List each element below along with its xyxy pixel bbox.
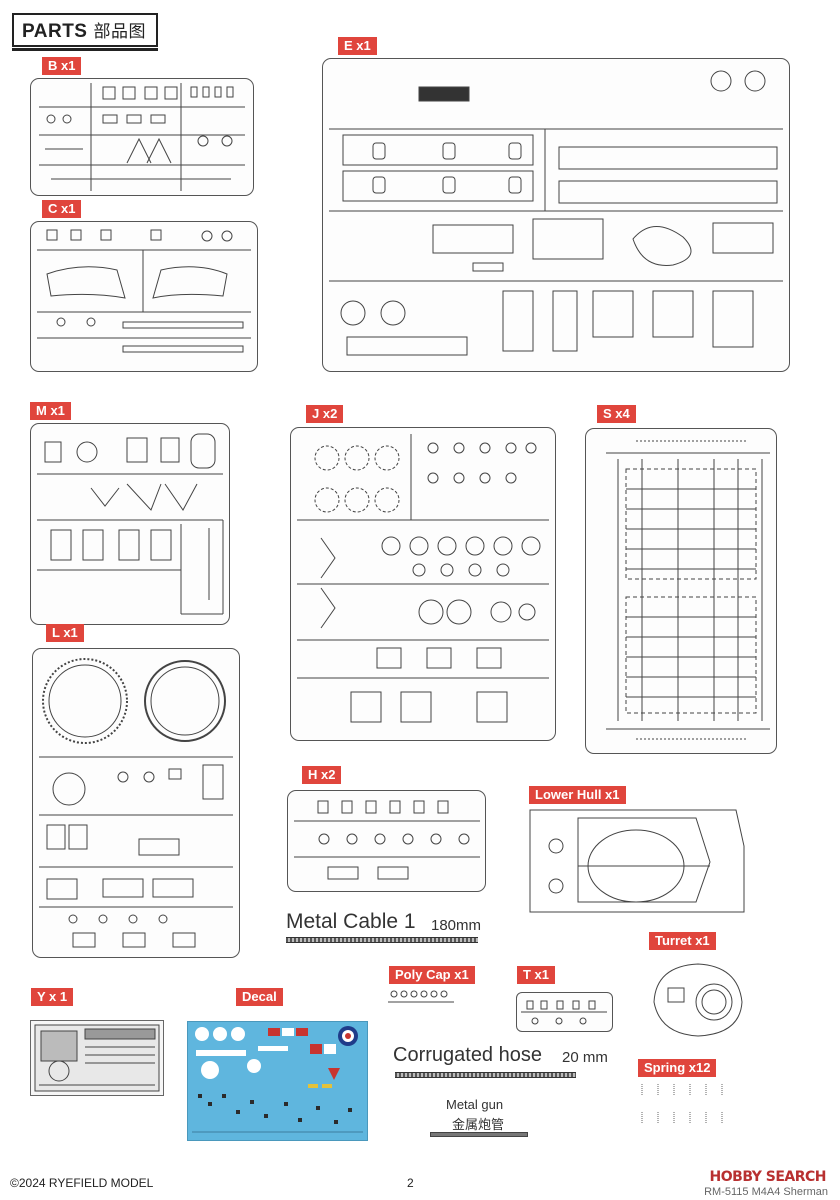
sprue-m-parts (37, 433, 224, 615)
sprue-j-parts (297, 434, 549, 723)
page-title-cn: 部品图 (93, 22, 146, 42)
sprue-s-label: S x4 (597, 405, 636, 423)
spring-label: Spring x12 (638, 1059, 717, 1077)
sprue-t-parts (521, 1000, 607, 1025)
sprue-e-diagram (322, 58, 790, 372)
sprue-j-label: J x2 (306, 405, 344, 423)
metal-gun-label-cn: 金属炮管 (452, 1118, 505, 1133)
metal-gun-illustration (430, 1132, 528, 1137)
sprue-y-etch (34, 1024, 160, 1092)
lower-hull-diagram (526, 806, 748, 918)
metal-cable-title: Metal Cable 1 (286, 910, 416, 934)
metal-gun-label: Metal gun (446, 1097, 504, 1112)
sprue-m-label: M x1 (30, 402, 71, 420)
decal-label: Decal (236, 988, 283, 1006)
metal-cable-length-value: 180 (431, 917, 457, 934)
product-code: RM-5115 M4A4 Sherman (704, 1186, 828, 1198)
sprue-c-label: C x1 (42, 200, 82, 218)
sprue-y-diagram (30, 1020, 164, 1096)
sprue-h-diagram (287, 790, 486, 892)
metal-cable-name: Metal Cable 1 (286, 910, 416, 933)
sprue-h-parts (294, 800, 480, 880)
turret-label: Turret x1 (649, 932, 716, 950)
sprue-j-diagram (290, 427, 556, 741)
sprue-m-diagram (30, 423, 230, 625)
turret-drawing (653, 963, 743, 1037)
sprue-l-parts (39, 658, 233, 948)
sprue-b-diagram (30, 78, 254, 196)
sprue-s-parts (606, 440, 770, 740)
page-title-en: PARTS (22, 21, 88, 42)
watermark-logo: HOBBY SEARCH (709, 1169, 827, 1185)
decal-sheet (187, 1021, 368, 1141)
poly-cap-label: Poly Cap x1 (389, 966, 475, 984)
spring-drawing (641, 1084, 723, 1124)
sprue-t-label: T x1 (517, 966, 556, 984)
sprue-l-diagram (32, 648, 240, 958)
lower-hull-label: Lower Hull x1 (529, 786, 626, 804)
poly-cap-diagram (386, 988, 456, 1006)
sprue-l-label: L x1 (46, 624, 84, 642)
hose-length-value: 20 (562, 1049, 579, 1066)
sprue-b-label: B x1 (42, 57, 82, 75)
decal-markings (192, 1026, 363, 1133)
metal-cable-illustration (286, 937, 478, 943)
hose-title: Corrugated hose (393, 1044, 542, 1067)
hose-name: Corrugated hose (393, 1044, 542, 1066)
copyright: ©2024 RYEFIELD MODEL (10, 1176, 154, 1190)
lower-hull-drawing (529, 809, 745, 913)
sprue-c-diagram (30, 221, 258, 372)
hose-length: 20 mm (562, 1049, 608, 1066)
turret-diagram (646, 958, 748, 1040)
sprue-h-label: H x2 (302, 766, 342, 784)
hose-illustration (395, 1072, 576, 1078)
sprue-b-parts (39, 83, 245, 191)
sprue-e-parts (329, 70, 783, 356)
page-number: 2 (407, 1176, 414, 1190)
sprue-s-diagram (585, 428, 777, 754)
sprue-c-parts (37, 229, 251, 353)
hose-length-unit: mm (582, 1049, 608, 1066)
sprue-y-label: Y x 1 (31, 988, 74, 1006)
poly-cap-drawing (388, 990, 454, 1003)
metal-cable-length: 180mm (431, 917, 481, 934)
sprue-t-diagram (516, 992, 613, 1032)
spring-diagram (636, 1082, 744, 1134)
metal-cable-length-unit: mm (456, 917, 482, 934)
sprue-e-label: E x1 (338, 37, 377, 55)
